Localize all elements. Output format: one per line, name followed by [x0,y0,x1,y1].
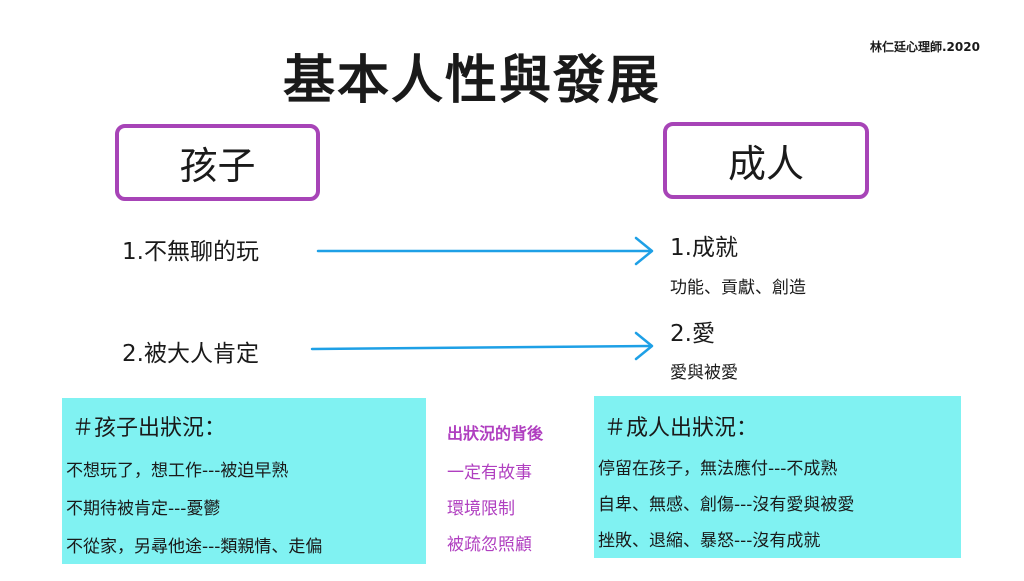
adult-need-2: 2.愛 [670,321,715,347]
child-issue-1: 不想玩了，想工作---被迫早熟 [66,461,289,481]
child-issues-panel: ＃孩子出狀況： 不想玩了，想工作---被迫早熟 不期待被肯定---憂鬱 不從家，… [62,398,426,564]
behind-item-1: 一定有故事 [447,463,532,483]
adult-issue-3: 挫敗、退縮、暴怒---沒有成就 [598,531,821,551]
behind-item-2: 環境限制 [447,499,515,519]
arrow-2-icon [310,331,654,361]
adult-label: 成人 [727,142,804,186]
child-issues-title: ＃孩子出狀況： [72,416,227,441]
adult-need-1: 1.成就 [670,235,738,261]
page-title: 基本人性與發展 [283,51,662,111]
arrow-1-icon [316,236,654,266]
behind-item-3: 被疏忽照顧 [447,535,532,555]
adult-issues-panel: ＃成人出狀況： 停留在孩子，無法應付---不成熟 自卑、無感、創傷---沒有愛與… [594,396,961,558]
behind-title: 出狀況的背後 [447,424,544,443]
adult-need-2-detail: 愛與被愛 [670,363,738,383]
child-label: 孩子 [179,144,256,188]
adult-issues-title: ＃成人出狀況： [604,416,759,441]
child-need-2: 2.被大人肯定 [122,341,259,367]
adult-need-1-detail: 功能、貢獻、創造 [670,278,806,298]
child-label-box: 孩子 [115,124,320,201]
child-issue-3: 不從家，另尋他途---類親情、走偏 [66,537,323,557]
author-credit: 林仁廷心理師.2020 [870,40,980,54]
adult-issue-2: 自卑、無感、創傷---沒有愛與被愛 [598,495,855,515]
adult-label-box: 成人 [663,122,869,199]
adult-issue-1: 停留在孩子，無法應付---不成熟 [598,459,838,479]
child-issue-2: 不期待被肯定---憂鬱 [66,499,221,519]
child-need-1: 1.不無聊的玩 [122,239,259,265]
